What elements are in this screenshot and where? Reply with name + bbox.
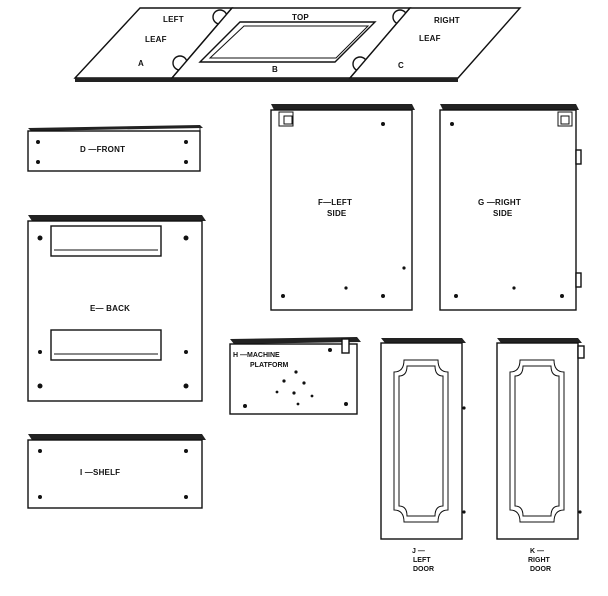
left-door-label-line2: LEFT [413, 557, 431, 564]
left-leaf-label-line2: LEAF [145, 35, 167, 44]
top-assembly: LEFT LEAF A TOP B RIGHT LEAF C [73, 7, 522, 82]
left-side-panel: F—LEFT SIDE [270, 104, 415, 311]
right-door-label-line3: DOOR [530, 566, 551, 573]
right-leaf-letter: C [398, 61, 404, 70]
left-side-label-line1: F—LEFT [318, 198, 352, 207]
right-side-label-line2: SIDE [493, 209, 513, 218]
right-leaf-label-line2: LEAF [419, 34, 441, 43]
left-door-label-line1: J — [412, 548, 425, 555]
shelf-label: I —SHELF [80, 468, 120, 477]
right-door-label-line2: RIGHT [528, 557, 551, 564]
left-side-label-line2: SIDE [327, 209, 347, 218]
right-side-label-line1: G —RIGHT [478, 198, 521, 207]
front-label: D —FRONT [80, 145, 125, 154]
top-letter: B [272, 65, 278, 74]
left-leaf-letter: A [138, 59, 144, 68]
left-leaf-label-line1: LEFT [163, 15, 184, 24]
right-leaf-label-line1: RIGHT [434, 16, 460, 25]
machine-platform-label-line2: PLATFORM [250, 362, 289, 369]
left-door-panel: J — LEFT DOOR [380, 338, 466, 573]
right-leaf-panel [348, 7, 522, 82]
right-door-label-line1: K — [530, 548, 544, 555]
front-panel: D —FRONT [27, 125, 203, 172]
top-label: TOP [292, 13, 309, 22]
back-label: E— BACK [90, 304, 130, 313]
shelf-panel: I —SHELF [27, 434, 206, 509]
right-door-panel: K — RIGHT DOOR [496, 338, 585, 573]
left-door-label-line3: DOOR [413, 566, 434, 573]
right-side-panel: G —RIGHT SIDE [439, 104, 582, 311]
back-panel: E— BACK [27, 215, 206, 402]
machine-platform-panel: H —MACHINE PLATFORM [229, 337, 361, 415]
machine-platform-label-line1: H —MACHINE [233, 352, 280, 359]
